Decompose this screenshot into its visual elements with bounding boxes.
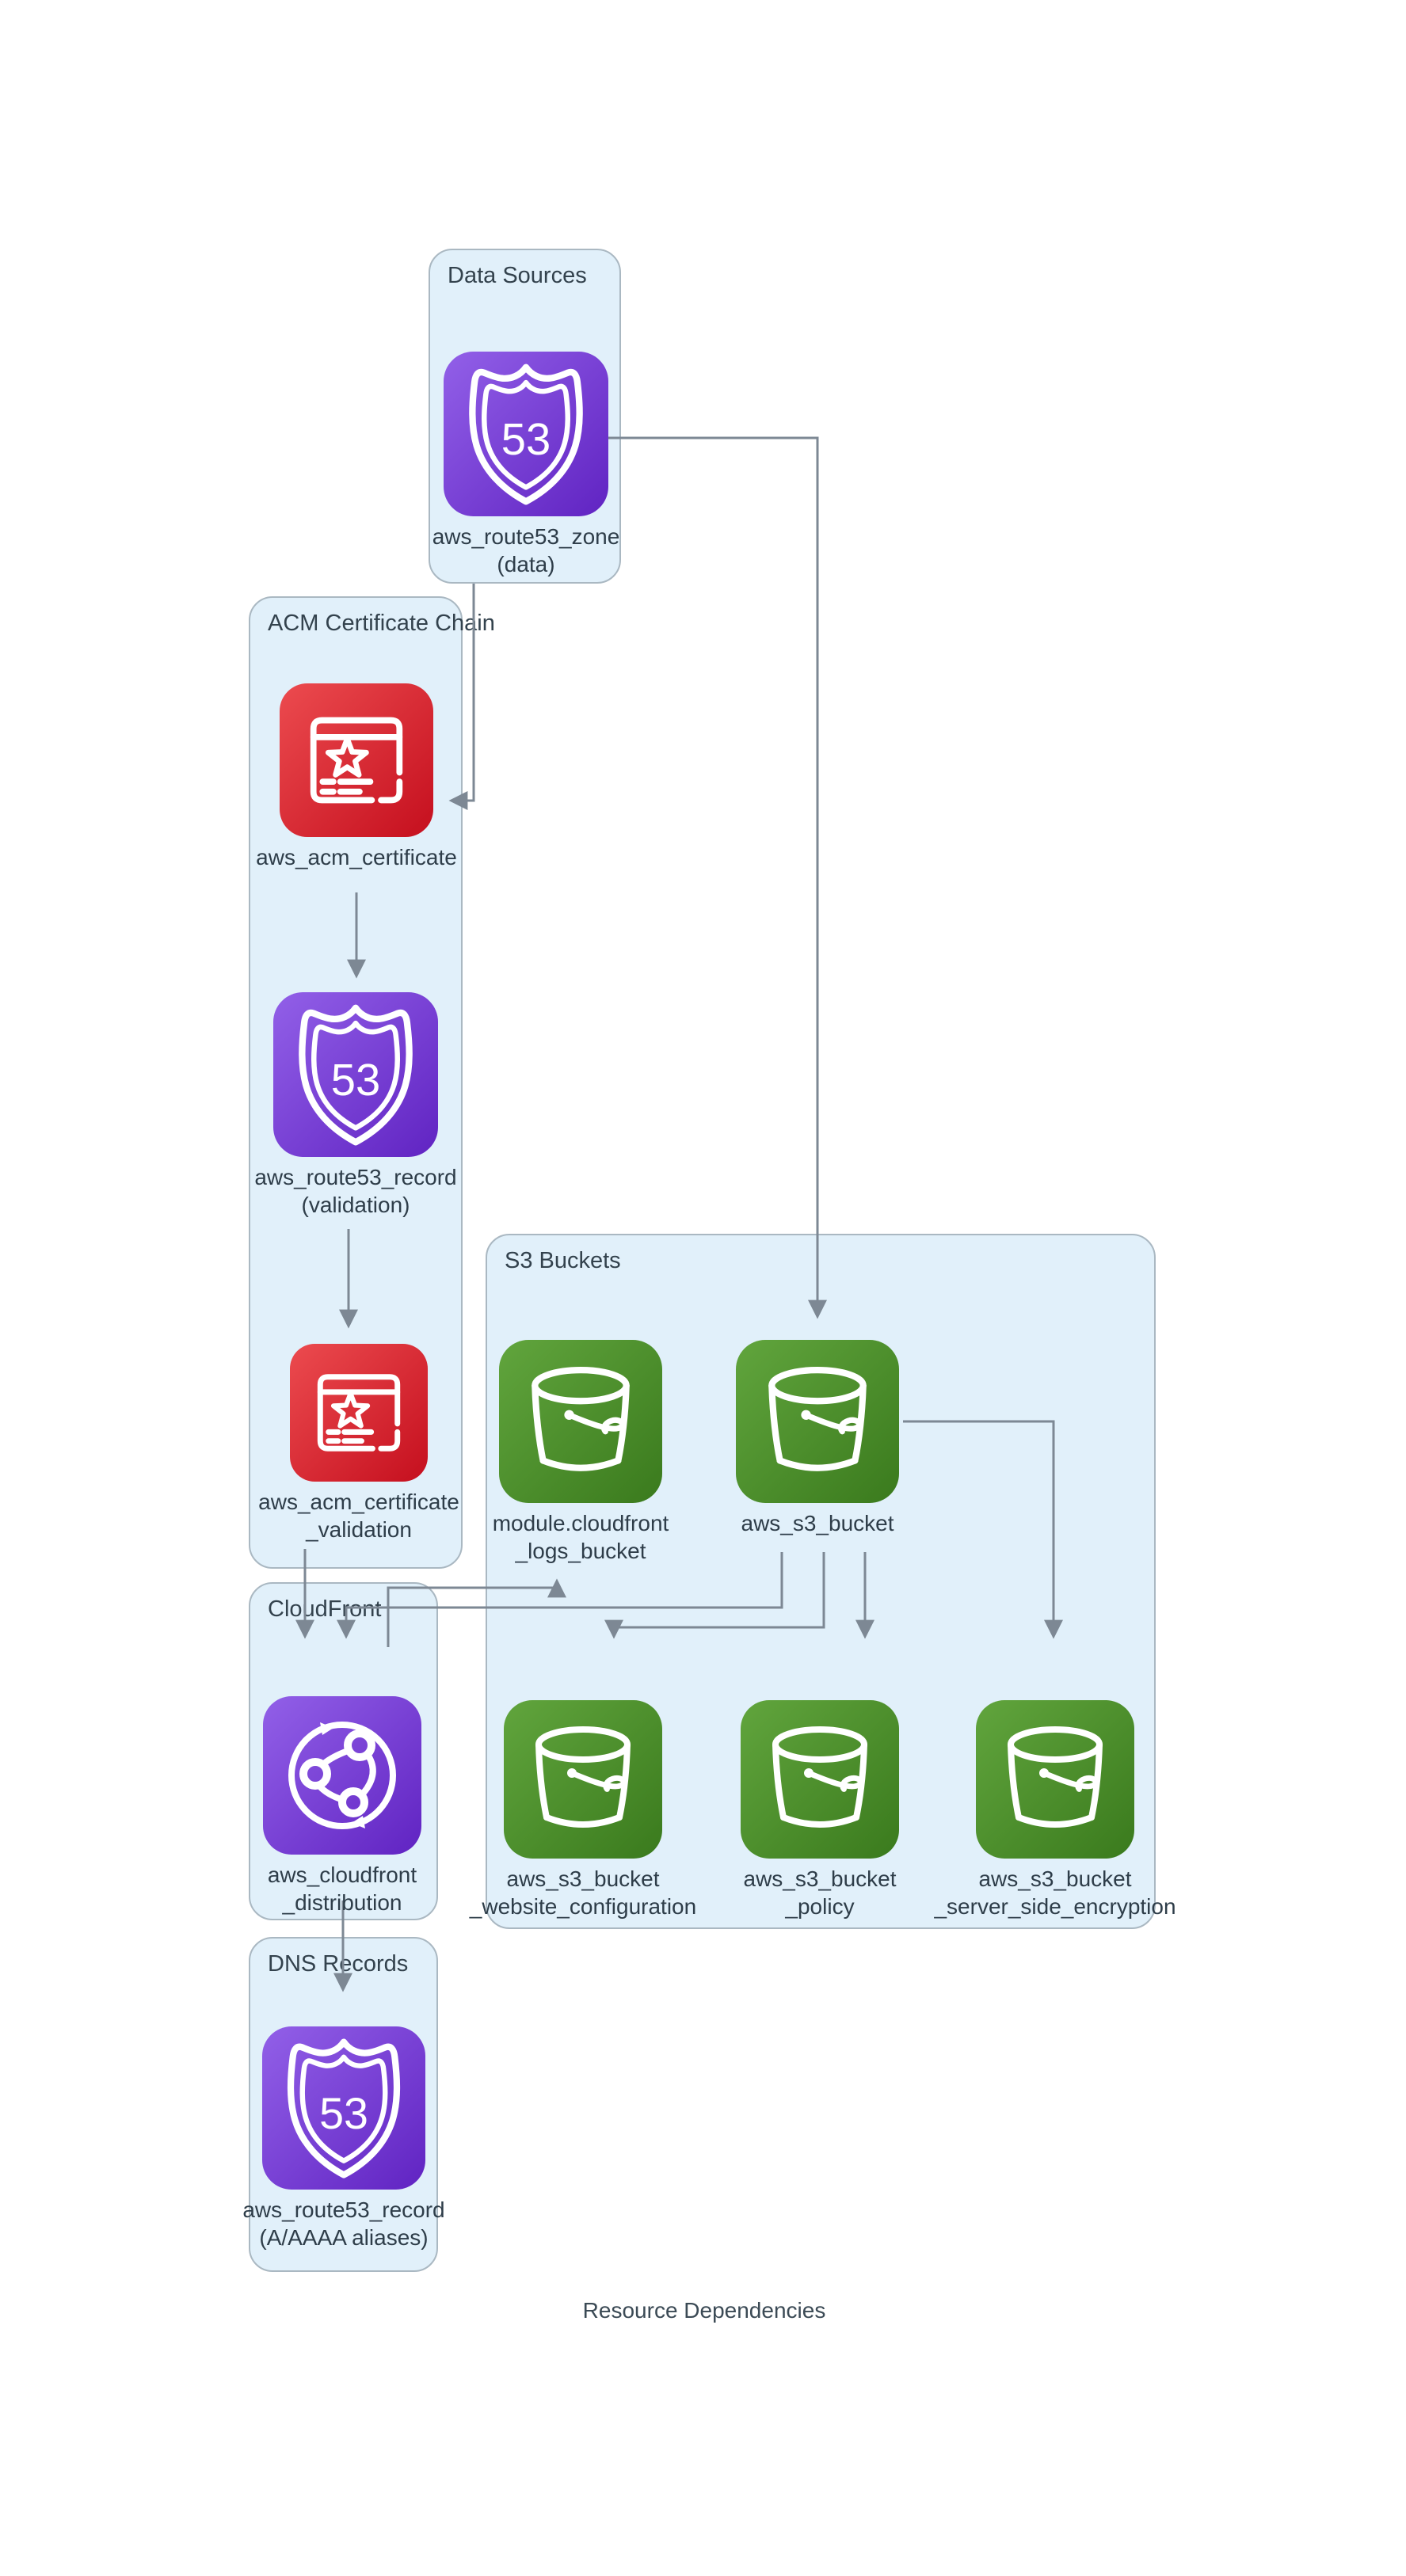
diagram-caption: Resource Dependencies — [582, 2298, 826, 2323]
edge-s3bucket-to-cloudfront — [337, 1552, 783, 1639]
node-aws-route53-record-validation[interactable]: aws_route53_record (validation) — [254, 992, 457, 1217]
route53-icon — [273, 992, 438, 1157]
edge-s3bucket-to-websiteconfig — [604, 1552, 825, 1639]
edge-cloudfront-to-logsbucket — [387, 1578, 566, 1647]
route53-icon — [262, 2026, 425, 2190]
node-label: aws_route53_record (A/AAAA aliases) — [242, 2197, 445, 2250]
node-aws-route53-record-aliases[interactable]: aws_route53_record (A/AAAA aliases) — [242, 2026, 445, 2250]
group-title: ACM Certificate Chain — [268, 611, 495, 636]
node-aws-s3-bucket-policy[interactable]: aws_s3_bucket _policy — [741, 1700, 899, 1919]
group-title: Data Sources — [448, 263, 587, 288]
node-aws-s3-bucket-website-configuration[interactable]: aws_s3_bucket _website_configuration — [470, 1700, 696, 1919]
edge-route53zone-to-acmcertificate — [448, 584, 475, 810]
node-label: aws_s3_bucket _server_side_encryption — [934, 1866, 1176, 1919]
node-aws-cloudfront-distribution[interactable]: aws_cloudfront _distribution — [263, 1696, 421, 1915]
node-label: aws_s3_bucket _website_configuration — [469, 1866, 697, 1919]
node-label: module.cloudfront _logs_bucket — [492, 1511, 669, 1563]
node-label: aws_acm_certificate — [256, 845, 457, 869]
node-aws-route53-zone[interactable]: aws_route53_zone (data) — [432, 352, 619, 576]
node-label: aws_s3_bucket _policy — [743, 1866, 897, 1919]
group-title: S3 Buckets — [505, 1248, 621, 1273]
node-label: aws_cloudfront _distribution — [267, 1863, 417, 1915]
node-aws-acm-certificate[interactable]: aws_acm_certificate — [256, 683, 457, 869]
edge-route53zone-to-s3bucket — [608, 436, 827, 1319]
acm-certificate-icon — [280, 683, 433, 837]
node-aws-acm-certificate-validation[interactable]: aws_acm_certificate _validation — [258, 1344, 459, 1542]
node-label: aws_acm_certificate _validation — [258, 1490, 459, 1542]
group-title: CloudFront — [268, 1596, 382, 1622]
node-label: aws_route53_zone (data) — [432, 524, 620, 576]
acm-certificate-icon — [290, 1344, 428, 1482]
edge-s3bucket-to-sse — [903, 1420, 1063, 1639]
s3-bucket-icon — [741, 1700, 899, 1859]
s3-bucket-icon — [736, 1340, 899, 1503]
s3-bucket-icon — [976, 1700, 1134, 1859]
s3-bucket-icon — [504, 1700, 662, 1859]
node-aws-s3-bucket-server-side-encryption[interactable]: aws_s3_bucket _server_side_encryption — [934, 1700, 1176, 1919]
node-module-cloudfront-logs-bucket[interactable]: module.cloudfront _logs_bucket — [493, 1340, 669, 1563]
s3-bucket-icon — [499, 1340, 662, 1503]
cloudfront-icon — [263, 1696, 421, 1855]
node-label: aws_s3_bucket — [741, 1511, 894, 1535]
node-aws-s3-bucket[interactable]: aws_s3_bucket — [736, 1340, 899, 1535]
group-title: DNS Records — [268, 1951, 409, 1977]
node-label: aws_route53_record (validation) — [254, 1165, 457, 1217]
route53-icon — [444, 352, 608, 516]
